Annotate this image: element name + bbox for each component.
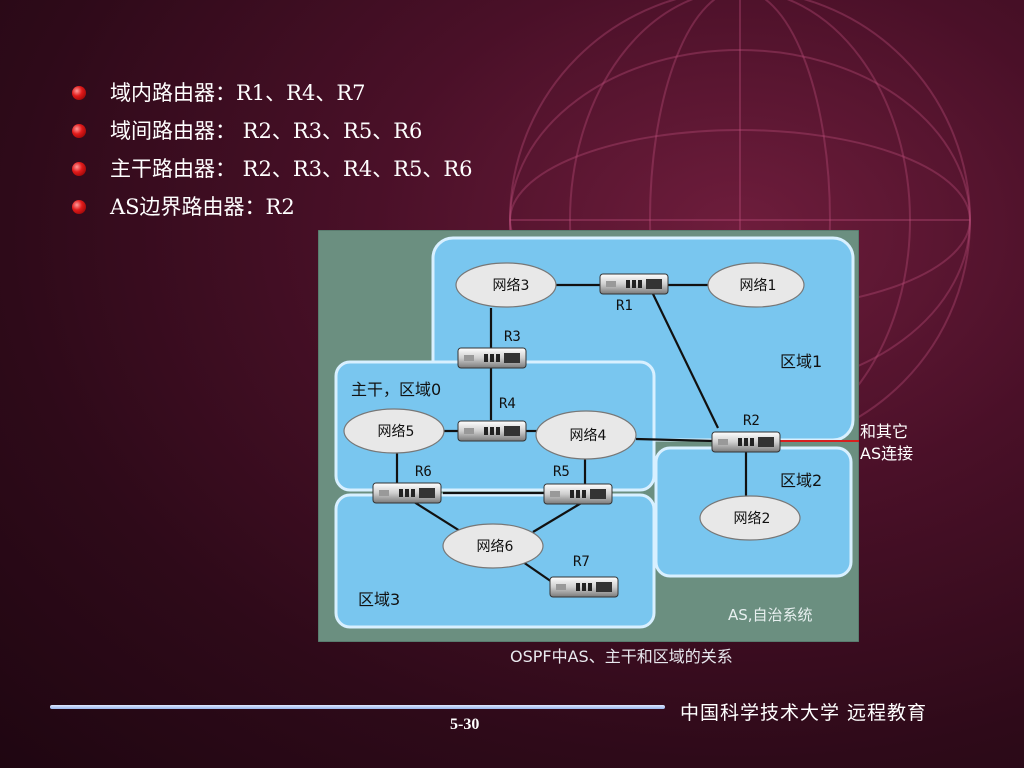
bullet-list: 域内路由器：R1、R4、R7 域间路由器： R2、R3、R5、R6 主干路由器：… [72, 78, 473, 230]
network4-label: 网络4 [570, 428, 607, 444]
bullet-item: 主干路由器： R2、R3、R4、R5、R6 [72, 154, 473, 192]
area0-label: 主干，区域0 [351, 380, 441, 399]
router-r1 [599, 273, 669, 295]
diagram-caption: OSPF中AS、主干和区域的关系 [510, 647, 733, 666]
router-r6-label: R6 [415, 464, 432, 480]
network2-cloud [699, 495, 801, 541]
network6-cloud [442, 523, 544, 569]
bullet-item: AS边界路由器：R2 [72, 192, 473, 230]
as-label: AS,自治系统 [728, 606, 813, 624]
router-r5-label: R5 [553, 464, 570, 480]
router-r3 [457, 347, 527, 369]
bullet-text: 主干路由器： R2、R3、R4、R5、R6 [110, 157, 473, 181]
router-r3-label: R3 [504, 329, 521, 345]
footer-divider [50, 705, 665, 709]
external-as-note: 和其它 AS连接 [860, 421, 913, 465]
router-r7-label: R7 [573, 554, 590, 570]
bullet-icon [72, 162, 86, 176]
bullet-icon [72, 124, 86, 138]
network3-label: 网络3 [493, 278, 530, 294]
page-number: 5-30 [450, 716, 480, 733]
bullet-icon [72, 200, 86, 214]
external-note-line2: AS连接 [860, 444, 914, 463]
bullet-text: AS边界路由器：R2 [110, 195, 295, 219]
network2-label: 网络2 [734, 511, 771, 527]
ospf-network-diagram: 网络3 网络1 网络5 网络4 网络2 网络6 R1 R3 R4 R2 R6 R… [318, 230, 859, 642]
router-r4-label: R4 [499, 396, 516, 412]
area3-label: 区域3 [358, 590, 400, 609]
network5-cloud [343, 408, 445, 454]
area2-label: 区域2 [780, 471, 822, 490]
external-note-line1: 和其它 [860, 422, 909, 441]
router-r2-label: R2 [743, 413, 760, 429]
network4-cloud [535, 410, 637, 460]
router-r1-label: R1 [616, 298, 633, 314]
router-r4 [457, 420, 527, 442]
router-r5 [543, 483, 613, 505]
router-r7 [549, 576, 619, 598]
network1-cloud [707, 262, 805, 308]
bullet-text: 域间路由器： R2、R3、R5、R6 [110, 119, 423, 143]
router-r6 [372, 482, 442, 504]
footer-organization: 中国科学技术大学 远程教育 [680, 702, 928, 724]
bullet-text: 域内路由器：R1、R4、R7 [110, 81, 366, 105]
network1-label: 网络1 [740, 278, 777, 294]
area1-label: 区域1 [780, 352, 822, 371]
network6-label: 网络6 [477, 539, 514, 555]
router-r2 [711, 431, 781, 453]
network3-cloud [455, 262, 557, 308]
network5-label: 网络5 [378, 424, 415, 440]
bullet-item: 域内路由器：R1、R4、R7 [72, 78, 473, 116]
bullet-icon [72, 86, 86, 100]
bullet-item: 域间路由器： R2、R3、R5、R6 [72, 116, 473, 154]
